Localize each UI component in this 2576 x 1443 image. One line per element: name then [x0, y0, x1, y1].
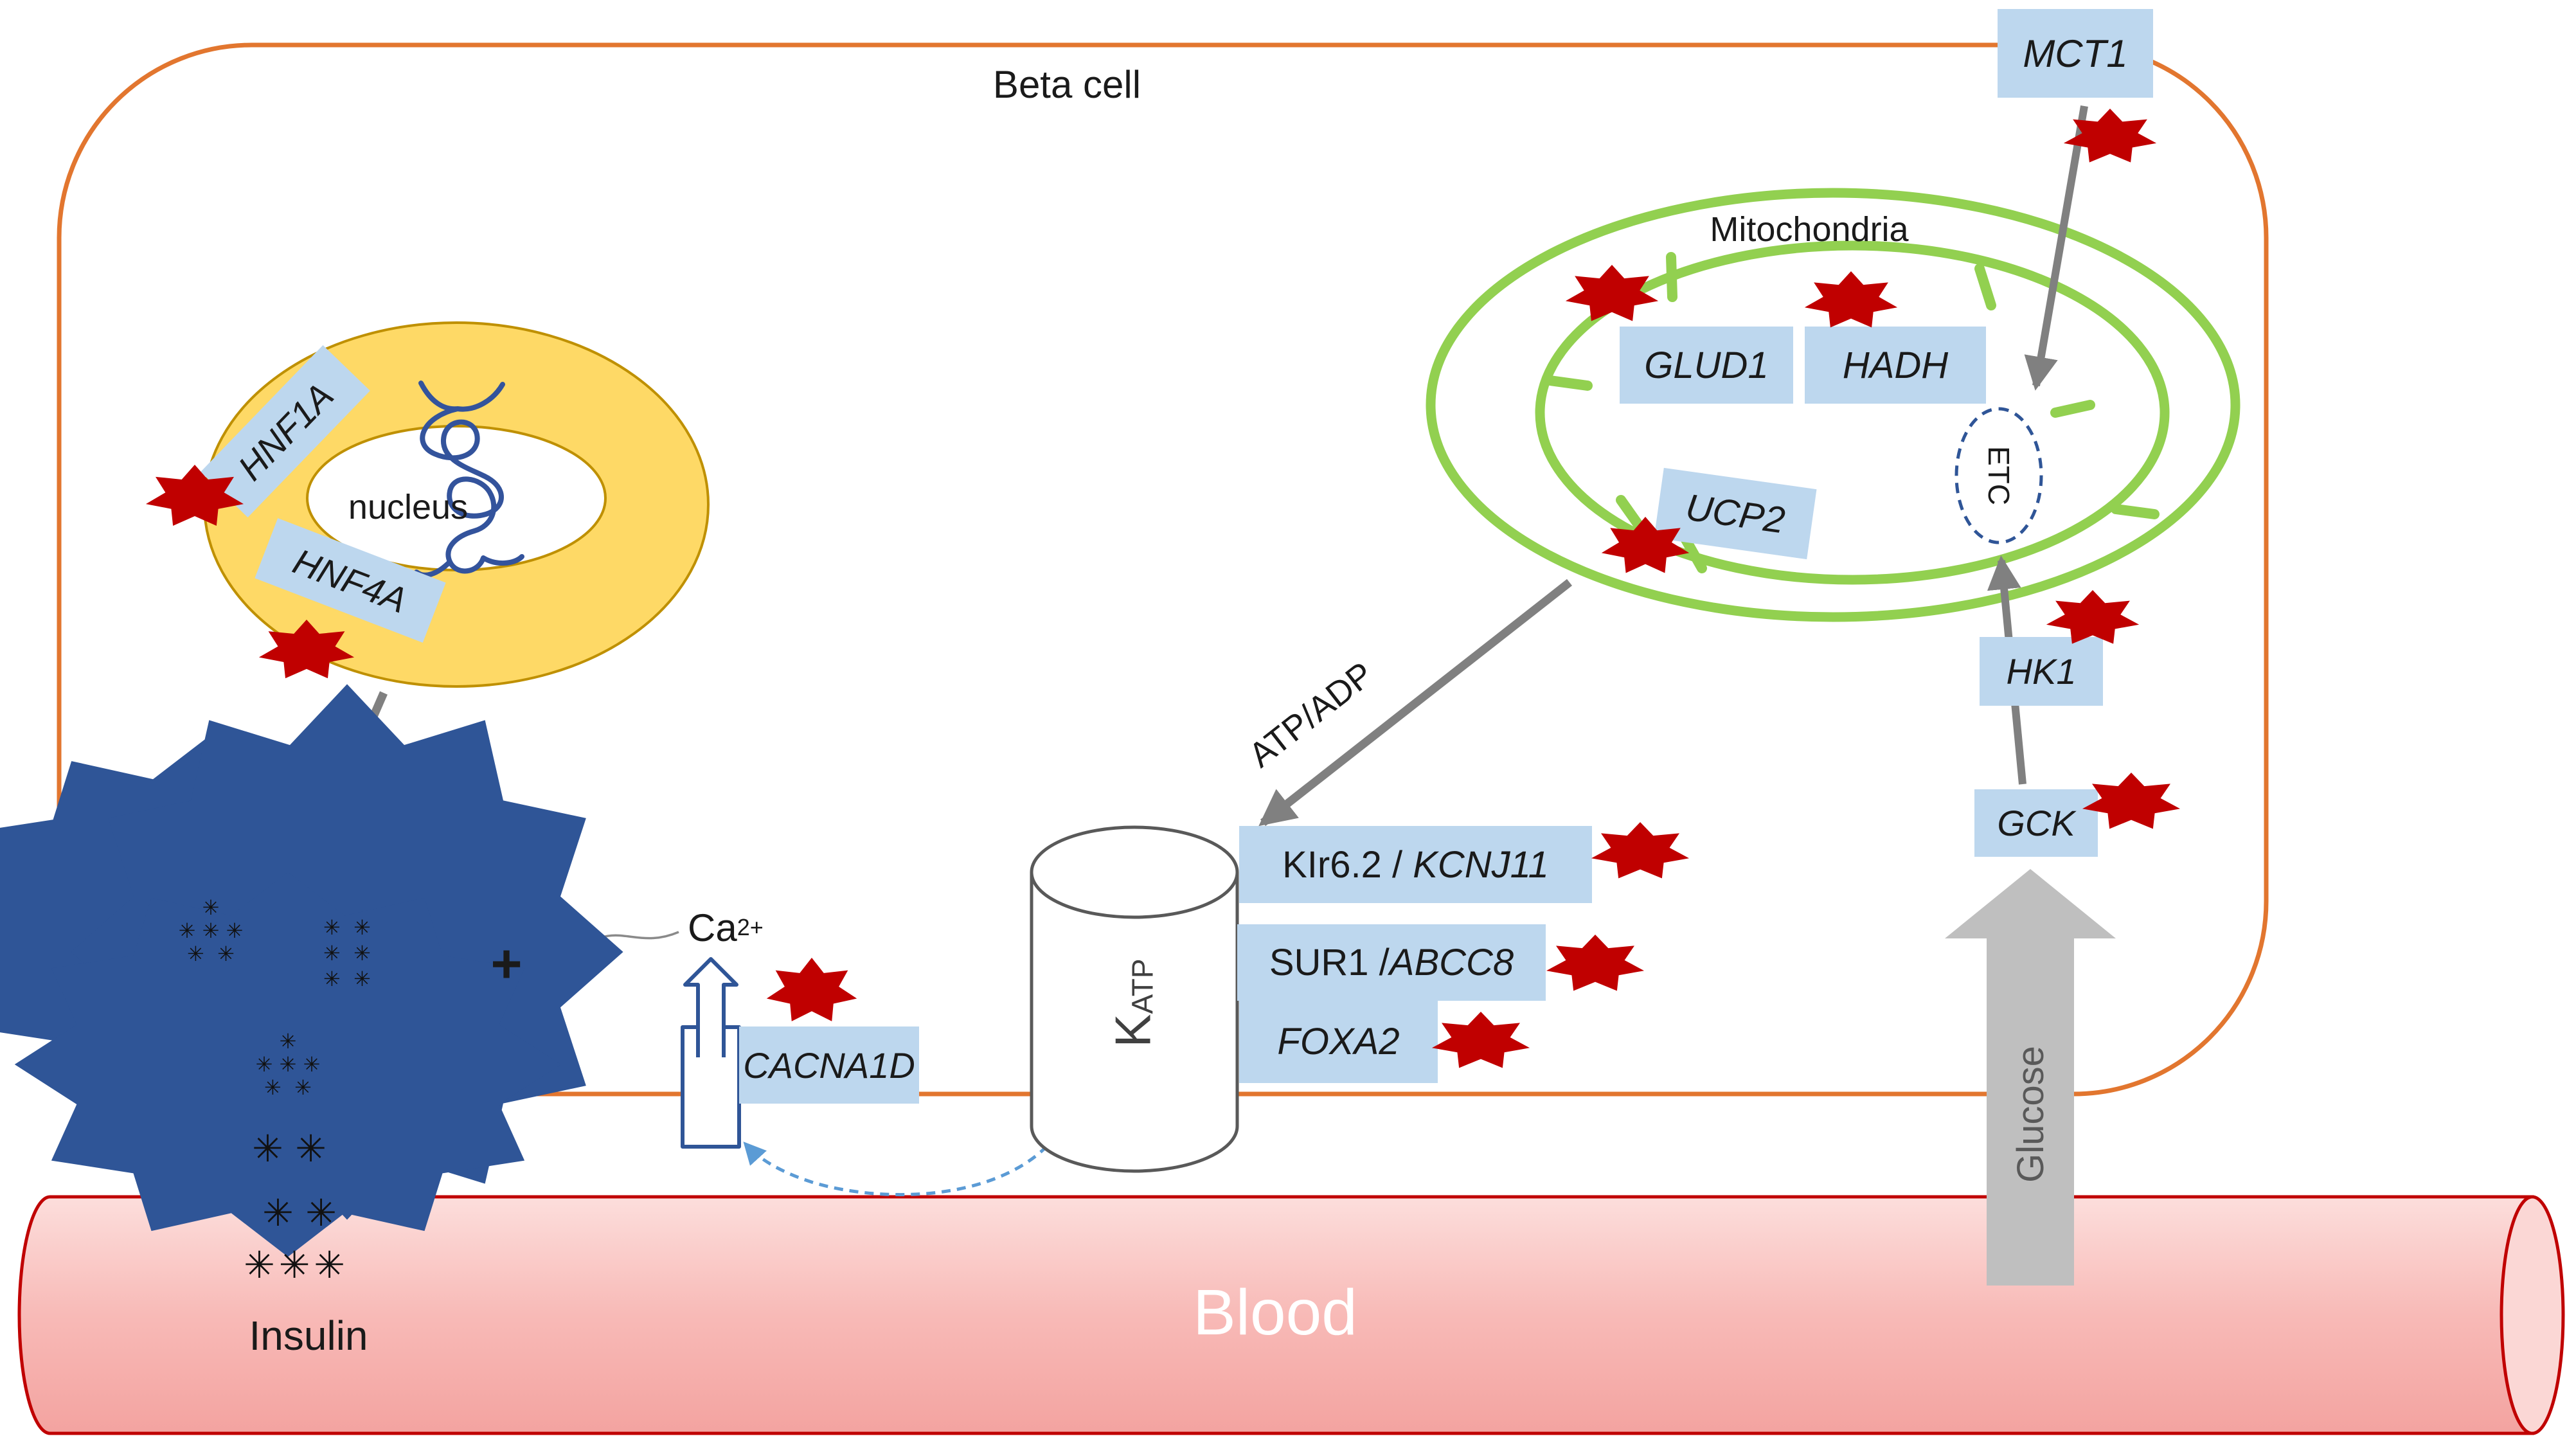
plus-sign: +: [490, 933, 523, 994]
granule-asterisks: ✳: [279, 1029, 297, 1053]
katp-channel-cylinder: [1030, 825, 1239, 1173]
nucleus-label: nucleus: [348, 488, 469, 526]
etc-label: ETC: [1967, 444, 2031, 508]
cristae: [1545, 252, 2160, 573]
ca-base: Ca: [688, 906, 737, 949]
katp-sub: ATP: [1125, 958, 1159, 1014]
cell-title: Beta cell: [992, 62, 1141, 106]
atp-adp-arrow: [1258, 578, 1573, 827]
sur1-label: SUR1 /: [1269, 942, 1390, 983]
secreted-insulin-row: ✳ ✳: [252, 1127, 326, 1170]
granule-contents: ✳ ✳ ✳ ✳ ✳ ✳: [238, 1029, 338, 1100]
katp-to-ca-dashed-arrow: [743, 1133, 1059, 1197]
granule-asterisks: ✳ ✳: [323, 915, 371, 940]
granule-asterisks: ✳ ✳: [187, 942, 235, 966]
granule-contents: ✳ ✳ ✳ ✳ ✳ ✳: [159, 895, 262, 966]
blood-label: Blood: [1193, 1277, 1357, 1349]
katp-k: K: [1104, 1014, 1161, 1048]
etc-ellipse: [1954, 407, 2043, 544]
granule-asterisks: ✳ ✳: [323, 967, 371, 991]
gene-box-hk1: HK1: [1980, 637, 2103, 706]
gene-box-sur1-abcc8: SUR1 /ABCC8: [1237, 924, 1546, 1001]
gene-box-hadh: HADH: [1805, 327, 1986, 404]
insulin-label: Insulin: [249, 1313, 368, 1359]
granule-contents: ✳ ✳ ✳ ✳ ✳ ✳: [297, 905, 397, 1001]
granule-asterisks: ✳ ✳ ✳: [255, 1052, 321, 1077]
granule-asterisks: ✳ ✳ ✳: [178, 919, 244, 943]
mitochondria-shape: [1426, 188, 2241, 622]
granule-asterisks: ✳ ✳: [323, 941, 371, 965]
gene-box-gck: GCK: [1974, 789, 2098, 857]
gene-box-foxa2: FOXA2: [1239, 999, 1438, 1083]
abcc8-label: ABCC8: [1389, 942, 1514, 983]
gene-box-kir62-kcnj11: KIr6.2 / KCNJ11: [1239, 826, 1592, 903]
blood-vessel-end-cap: [2500, 1195, 2565, 1435]
mitochondria-label: Mitochondria: [1710, 210, 1909, 249]
glucose-label: Glucose: [1934, 1046, 2127, 1183]
glucose-arrow: [1945, 869, 2116, 1286]
gene-box-cacna1d: CACNA1D: [739, 1026, 919, 1104]
gene-box-mct1: MCT1: [1998, 9, 2153, 98]
gene-box-glud1: GLUD1: [1620, 327, 1793, 404]
glucose-label-text: Glucose: [2009, 1045, 2052, 1183]
kcnj11-label: KCNJ11: [1413, 843, 1549, 886]
etc-label-text: ETC: [1982, 446, 2016, 505]
secreted-insulin-row: ✳ ✳: [262, 1191, 337, 1235]
katp-label: KATP: [1037, 958, 1230, 1047]
granule-asterisks: ✳: [202, 895, 220, 920]
secreted-insulin-row: ✳✳✳: [244, 1243, 349, 1287]
blood-vessel: [17, 1195, 2565, 1435]
granule-asterisks: ✳ ✳: [264, 1075, 312, 1100]
kir62-label: KIr6.2 /: [1282, 843, 1413, 886]
dna-strand: [414, 381, 524, 578]
ca-channel-shape: [681, 957, 741, 1149]
